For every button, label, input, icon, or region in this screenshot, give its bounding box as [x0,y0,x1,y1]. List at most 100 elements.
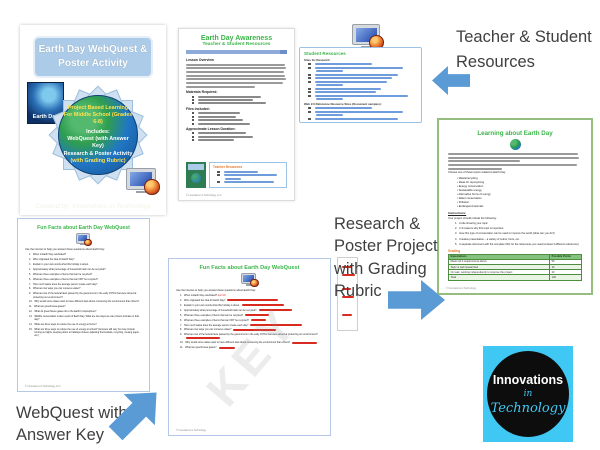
question-item: 12.What do greenhouse gases do to the Ea… [29,310,142,313]
rubric-cell: Total [447,274,551,281]
bullet-line-placeholder [192,122,287,125]
answer-placeholder [245,314,270,317]
requirement-text: A separate document with the complete UR… [459,242,579,246]
text-line-placeholder [198,112,240,115]
section-heading: Approximate Lesson Duration: [186,127,236,132]
question-text: Who originated the idea for Earth Day? [184,299,323,302]
list-number [308,87,311,90]
earth-thumb-caption: Earth Day [32,114,59,120]
monitor-globe-icon [240,273,259,287]
question-item: 15.What are three ways to reduce the use… [29,328,142,337]
monitor-screen [242,275,254,283]
question-number: 12. [29,310,33,314]
question-item: 14.What are three ways to reduce the use… [29,323,142,326]
hyperlink-placeholder [316,98,343,100]
list-number [308,73,311,76]
list-number [217,174,220,176]
text-line-placeholder [448,153,578,155]
question-list: 1.When is Earth Day celebrated?2.Who ori… [25,253,142,338]
page-footer: © Innovations in Technology [176,429,206,432]
resource-link-placeholder [308,91,417,93]
hyperlink-placeholder [315,110,404,113]
hyperlink-placeholder [224,181,275,183]
bullet-dot [192,119,194,122]
question-number: 6. [180,318,182,322]
paragraph-placeholder [186,63,287,88]
question-item: 3.Explain in your own words what this ho… [29,263,142,266]
resource-link-placeholder [308,110,417,113]
question-number: 2. [29,257,31,261]
question-number: 7. [180,323,182,327]
question-text: Why would some states want to have diffe… [34,300,140,304]
text-line-placeholder [448,167,502,170]
list-number [308,110,311,113]
globe-icon [84,238,92,246]
section-heading: Files Included: [186,106,210,111]
question-text: Explain in your own words what this holi… [33,262,89,266]
logo-text-in: in [523,388,533,399]
hyperlink-placeholder [316,70,343,72]
question-text: Approximately what percentage of househo… [184,309,323,312]
question-item: 2.Who originated the idea for Earth Day? [180,299,323,302]
bullet-dot [192,95,194,98]
question-text: What are three examples of items that ca… [33,272,93,276]
question-item: 10.Why would some states want to have di… [180,341,323,344]
red-text-mark [342,296,354,298]
hyperlink-placeholder [315,91,377,93]
section-heading: Lesson Overview [186,58,214,62]
hyperlink-placeholder [315,87,382,90]
question-item: 11.What are greenhouse gases? [29,305,142,308]
text-line-placeholder [448,156,580,159]
red-text-mark [342,266,352,268]
bullet-line-placeholder [192,99,287,102]
monitor-screen [77,235,88,242]
page-footer: © Innovations in Technology, LLC [186,194,222,197]
bullet-dot [192,135,194,138]
list-number: 2. [455,227,458,231]
answer-key-title: Fun Facts about Earth Day WebQuest [199,265,300,271]
monitor-frame [75,233,90,244]
list-number [308,117,311,120]
list-number: 4. [455,237,458,241]
student-resources-title: Student Resources [304,51,346,56]
topic-item: Alternative forms of energy [457,193,582,197]
globe-icon [250,278,259,287]
question-number: 3. [29,262,31,266]
bullet-line-placeholder [192,135,287,138]
question-number: 1. [180,294,182,297]
monitor-globe-icon [126,168,160,195]
question-text: Why would some states want to have diffe… [185,341,323,344]
badge-line: Project Based Learning [67,104,129,111]
innovations-in-technology-logo: Innovations in Technology [483,346,573,442]
hyperlink-placeholder [315,66,404,69]
question-number: 2. [180,298,182,302]
answer-placeholder [250,323,303,326]
annotation-teacher-student: Teacher & Student Resources [456,28,592,71]
requirement-text: How this type of conservation can be use… [459,232,555,236]
bullet-line-placeholder [192,132,287,135]
resource-link-placeholder [308,80,417,83]
list-number: 1. [455,222,458,226]
text-line-placeholder [186,67,286,70]
list-number: 3. [455,232,458,236]
question-number: 10. [180,341,184,345]
question-number: 5. [29,272,31,276]
hyperlink-placeholder [315,107,372,109]
section-heading: Materials Required: [186,90,218,95]
annotation-research-poster: Research & Poster Project with Grading R… [334,215,438,300]
page-footer: © Innovations in Technology, LLC [25,385,61,388]
question-item: 8.What are two ways you can conserve wat… [180,328,323,331]
resource-link-placeholder [308,117,417,120]
badge-line: Includes: [86,128,110,135]
badge-line: WebQuest (with Answer Key) [67,136,129,150]
topic-item: Endangered animals [457,205,582,209]
rubric-cell: 100 [549,274,582,281]
student-resources-box: Student Resources Sites for Research: We… [299,47,422,123]
question-text: What are greenhouse gases? [34,305,66,309]
question-number: 5. [180,313,182,317]
answer-placeholder [292,341,318,344]
question-text: What do greenhouse gases do to the Earth… [34,310,97,314]
answer-key-page: KEY Fun Facts about Earth Day WebQuest U… [168,258,331,436]
bullet-line-placeholder [192,112,287,115]
